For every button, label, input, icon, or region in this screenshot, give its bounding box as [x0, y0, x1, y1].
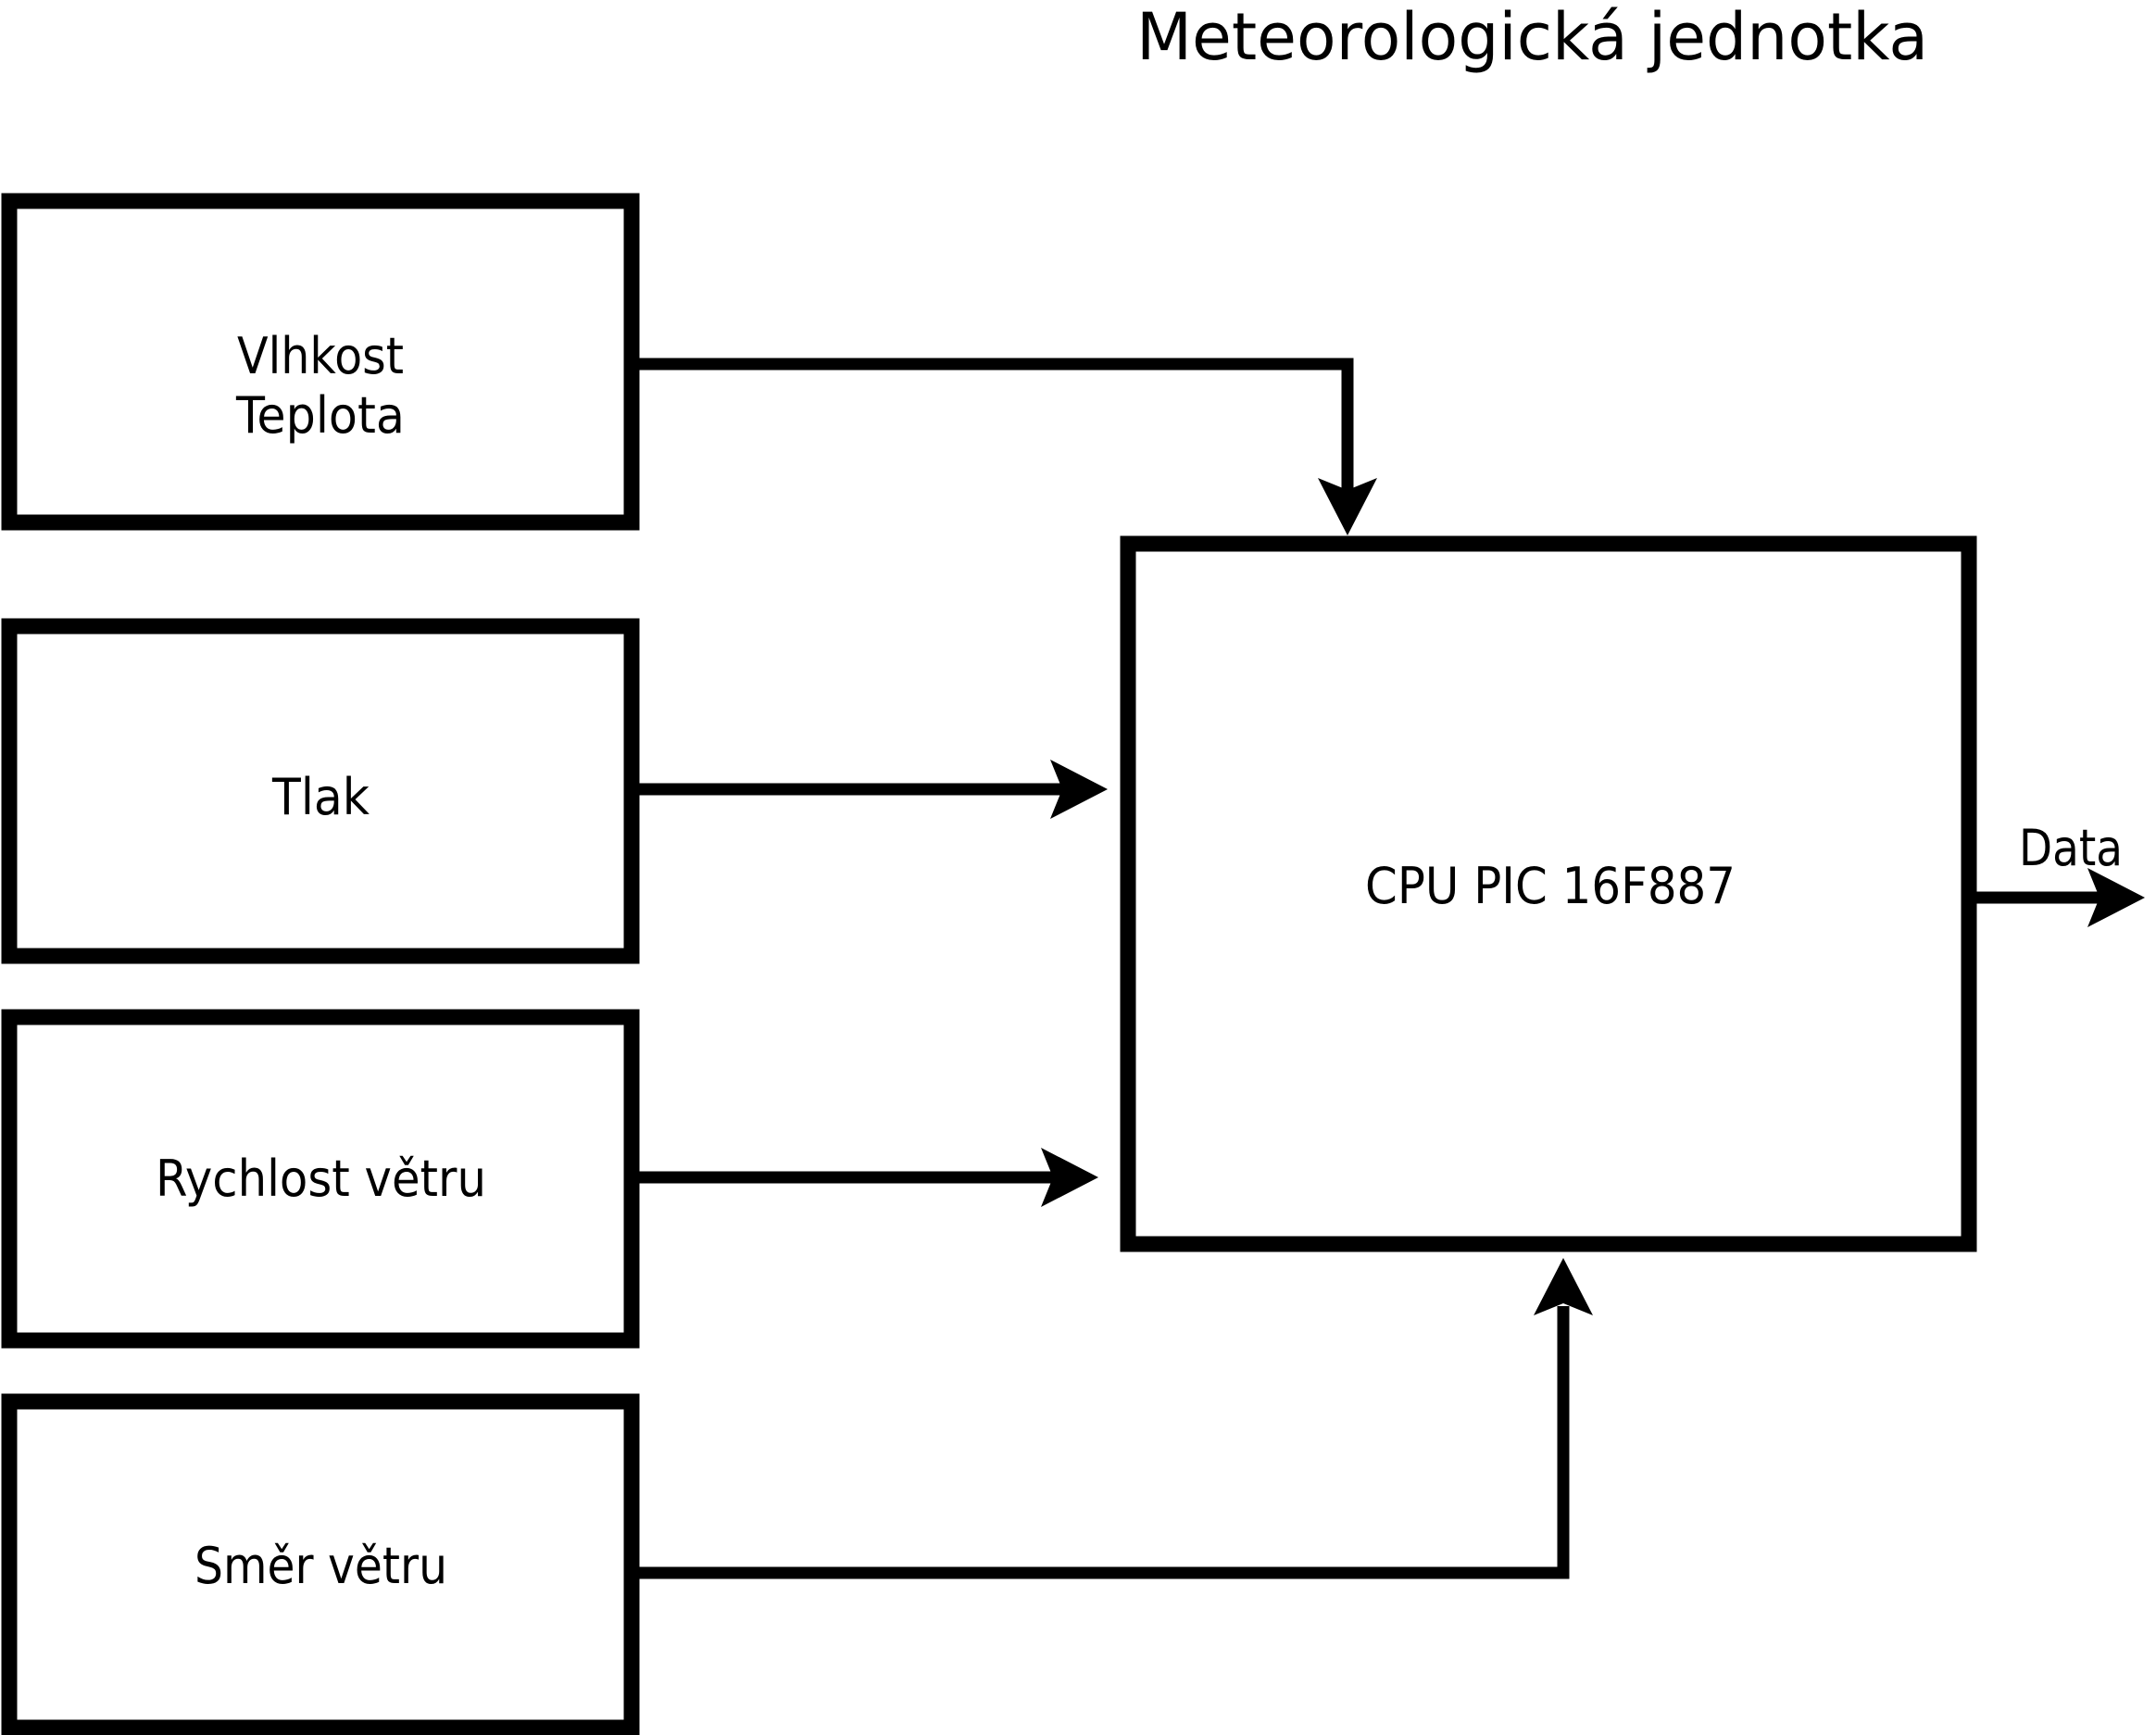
- sensor-box-vlhkost-teplota: [1, 193, 640, 531]
- sensor-label-rychlost-vetru: Rychlost větru: [156, 1150, 486, 1208]
- sensor-label-tlak: Tlak: [271, 768, 370, 826]
- wire-vlhkost-teplota-to-cpu: [630, 358, 1354, 496]
- arrow-head-rychlost-vetru: [1041, 1148, 1098, 1207]
- arrow-head-tlak: [1050, 760, 1108, 819]
- sensor-box-tlak: [1, 618, 640, 964]
- cpu-box: [1120, 535, 1977, 1252]
- data-output-label: Data: [2019, 819, 2123, 877]
- wire-smer-vetru-to-cpu: [630, 1306, 1570, 1579]
- arrow-head-data-output: [2087, 868, 2145, 927]
- arrow-head-smer-vetru: [1534, 1258, 1593, 1315]
- sensor-box-rychlost-vetru: [1, 1009, 640, 1349]
- sensor-label-teplota: Teplota: [235, 386, 405, 445]
- sensor-label-smer-vetru: Směr větru: [194, 1537, 447, 1595]
- cpu-label: CPU PIC 16F887: [1365, 857, 1736, 915]
- arrow-head-vlhkost-teplota: [1318, 478, 1377, 535]
- sensor-label-vlhkost: Vlhkost: [237, 327, 404, 385]
- diagram-title: Meteorologická jednotka: [1136, 0, 1928, 75]
- sensor-box-smer-vetru: [1, 1393, 640, 1735]
